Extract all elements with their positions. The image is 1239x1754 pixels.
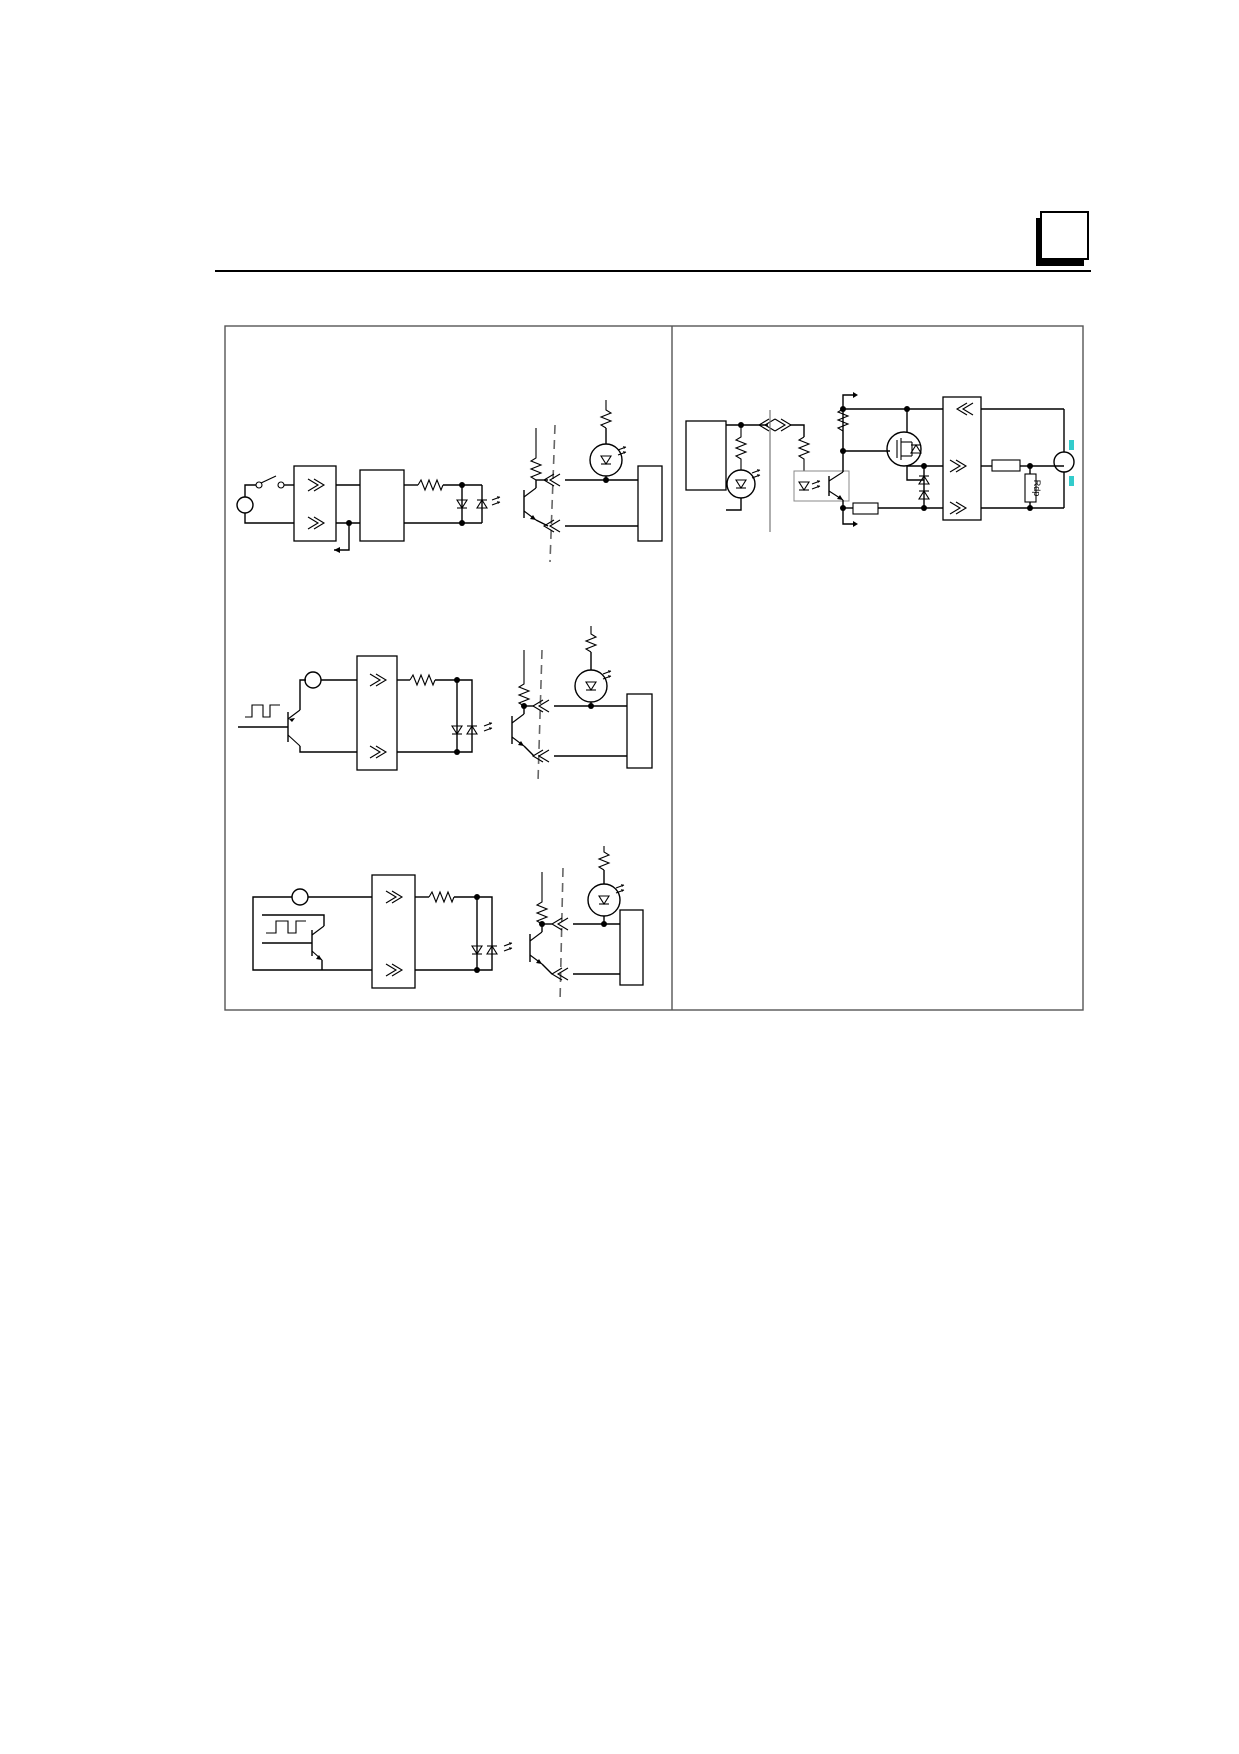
resistor-icon bbox=[734, 425, 748, 470]
polarity-marker-minus bbox=[1069, 476, 1074, 486]
output-connector-block bbox=[942, 396, 982, 521]
voltage-source-icon bbox=[236, 496, 254, 514]
switch-icon bbox=[255, 481, 263, 489]
input-filter-block bbox=[359, 469, 405, 542]
resistor-icon bbox=[852, 502, 879, 515]
voltage-source-icon bbox=[291, 888, 309, 906]
controller-block bbox=[637, 465, 663, 542]
resistor-icon bbox=[797, 436, 811, 471]
resistor-icon bbox=[417, 478, 444, 492]
power-supply-icon bbox=[1053, 451, 1075, 473]
controller-block bbox=[685, 420, 727, 491]
controller-block bbox=[619, 909, 644, 986]
chapter-tab bbox=[1036, 211, 1089, 266]
connector-block bbox=[293, 465, 337, 542]
connector-block bbox=[356, 655, 398, 771]
mosfet-icon bbox=[886, 431, 922, 467]
circuit-npn-input bbox=[252, 846, 644, 1004]
resistor-icon bbox=[428, 890, 455, 904]
pullup-resistor-icon bbox=[535, 872, 549, 925]
indicator-led-icon bbox=[587, 883, 621, 917]
indicator-led-icon bbox=[574, 669, 608, 703]
controller-block bbox=[626, 693, 653, 769]
pullup-resistor-icon bbox=[529, 428, 543, 481]
voltage-source-icon bbox=[304, 671, 322, 689]
circuit-mosfet-output: Rdp bbox=[685, 392, 1075, 532]
pulse-signal-icon bbox=[266, 920, 306, 934]
resistor-icon bbox=[409, 673, 436, 687]
circuit-pnp-input bbox=[238, 626, 653, 783]
indicator-led-icon bbox=[589, 443, 623, 477]
indicator-led-icon bbox=[726, 469, 756, 499]
connector-icon bbox=[774, 418, 792, 432]
pullup-resistor-icon bbox=[836, 408, 850, 472]
ground-arrow-icon bbox=[334, 547, 340, 553]
pullup-resistor-icon bbox=[517, 650, 531, 707]
pulse-signal-icon bbox=[245, 704, 280, 718]
fuse-icon bbox=[991, 459, 1021, 472]
polarity-marker-plus bbox=[1069, 440, 1074, 450]
circuit-switch-input bbox=[236, 400, 663, 563]
figure-frame bbox=[224, 325, 1084, 1011]
connector-block bbox=[371, 874, 416, 989]
load-resistor-label: Rdp bbox=[1032, 480, 1042, 497]
